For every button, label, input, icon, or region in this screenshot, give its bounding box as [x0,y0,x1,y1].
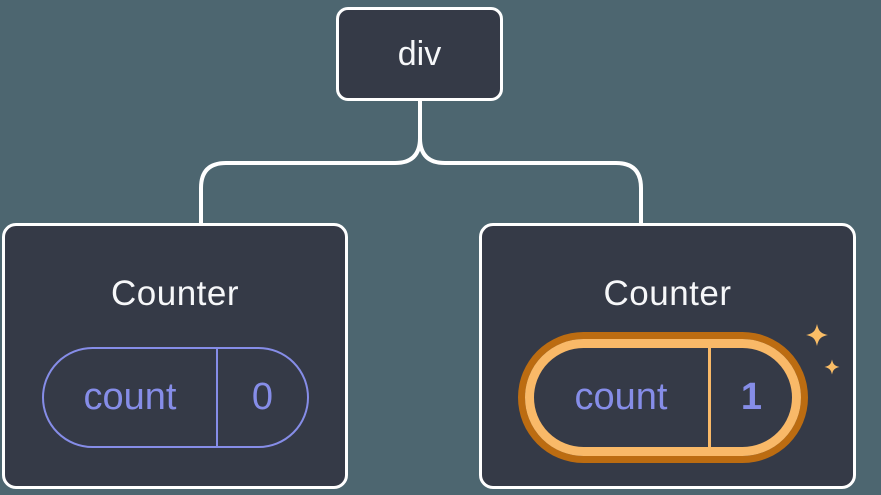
sparkles-icon [806,324,840,375]
component-title: Counter [603,274,732,313]
state-pill: count 1 [534,348,792,447]
tree-node-counter-right: Counter count 1 [479,223,856,489]
root-node-label: div [397,34,442,73]
state-key-label: count [574,376,668,418]
state-value: 1 [740,376,763,418]
connector-right-branch [418,136,643,226]
state-pill: count 0 [42,347,309,448]
component-title: Counter [110,274,240,313]
sparkle-large [806,324,828,346]
sparkle-small [824,359,840,375]
tree-node-counter-left: Counter count 0 [2,223,348,489]
tree-node-root: div [336,7,503,101]
highlight-ring: count 1 [525,339,801,456]
connector-left-branch [199,136,422,226]
state-value: 0 [251,376,274,418]
state-key-label: count [83,376,177,418]
pill-divider [216,349,218,446]
pill-divider [708,348,711,447]
